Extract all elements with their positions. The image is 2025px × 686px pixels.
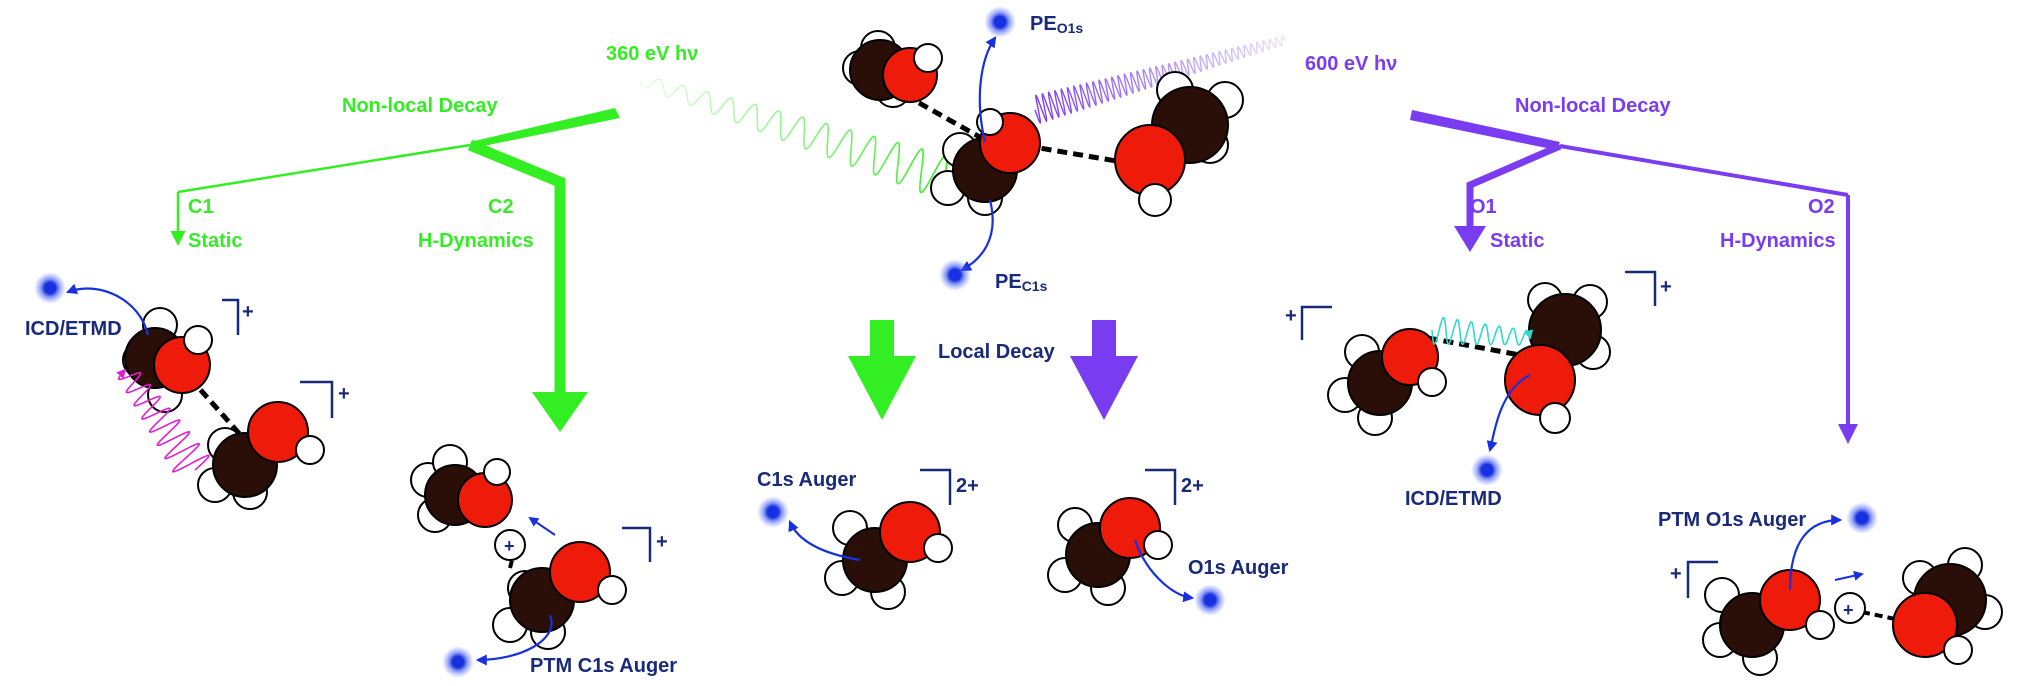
o1-label: O1 xyxy=(1470,196,1497,218)
pe-c1s-label: PEC1s xyxy=(995,271,1048,294)
charge-bracket xyxy=(920,468,952,505)
icd-label-right: ICD/ETMD xyxy=(1405,488,1502,510)
ptm-c1s-electron xyxy=(442,646,474,678)
icd-electron-left xyxy=(34,272,66,304)
c2-hdynamics-dimer: + xyxy=(410,444,627,650)
icd-label-left: ICD/ETMD xyxy=(25,318,122,340)
icd-electron-path xyxy=(65,283,150,336)
photon-600-label: 600 eV hν xyxy=(1305,53,1397,75)
o2-label: O2 xyxy=(1808,196,1835,218)
right-branch-title: Non-local Decay xyxy=(1515,95,1671,117)
c1-label: C1 xyxy=(188,196,214,218)
proton-charge: + xyxy=(504,536,515,556)
photon-360-label: 360 eV hν xyxy=(606,43,698,65)
o1-static-dimer xyxy=(1327,282,1611,436)
o2-hdynamics-dimer: + xyxy=(1702,547,2003,676)
c1s-auger-electron xyxy=(757,496,789,528)
right-branch-arrows xyxy=(1410,110,1858,444)
proton-charge: + xyxy=(1843,600,1854,620)
proton-transfer-arrow xyxy=(528,516,556,536)
o2-hdynamics-label: H-Dynamics xyxy=(1720,230,1836,252)
ptm-o1s-electron-path xyxy=(1788,514,1843,591)
charge-bracket xyxy=(1625,270,1657,306)
icd-wave-cyan xyxy=(1431,316,1534,346)
o1s-auger-electron xyxy=(1194,584,1226,616)
charge-label: + xyxy=(338,383,350,405)
charge-bracket xyxy=(1686,560,1718,598)
c1-static-dimer xyxy=(122,307,325,510)
local-decay-arrows xyxy=(848,320,1138,420)
charge-bracket xyxy=(622,526,652,562)
photoelectron-o1s-path xyxy=(978,36,997,143)
ptm-o1s-electron xyxy=(1846,502,1878,534)
photon-wave-600 xyxy=(1034,35,1286,124)
o1s-auger-molecule xyxy=(1047,497,1173,606)
local-decay-label: Local Decay xyxy=(938,341,1056,363)
ptm-o1s-auger-label: PTM O1s Auger xyxy=(1658,509,1806,531)
icd-electron-right xyxy=(1471,454,1503,486)
left-branch-title: Non-local Decay xyxy=(342,95,498,117)
o1-static-label: Static xyxy=(1490,230,1544,252)
o1s-auger-electron-path xyxy=(1133,539,1195,603)
proton-transfer-arrow xyxy=(1834,570,1864,581)
charge-bracket xyxy=(222,298,240,335)
charge-bracket xyxy=(300,380,334,418)
c2-hdynamics-label: H-Dynamics xyxy=(418,230,534,252)
photoelectron-o1s xyxy=(984,6,1016,38)
charge-label: + xyxy=(242,301,254,323)
c1-static-label: Static xyxy=(188,230,242,252)
left-branch-arrows xyxy=(170,108,620,432)
c2-label: C2 xyxy=(488,196,514,218)
charge-label: + xyxy=(656,531,668,553)
charge-label: + xyxy=(1285,305,1297,327)
c1s-auger-molecule xyxy=(824,501,953,610)
ptm-c1s-auger-label: PTM C1s Auger xyxy=(530,655,677,677)
charge-bracket xyxy=(1300,305,1332,340)
charge-bracket xyxy=(1145,468,1177,505)
charge-label: + xyxy=(1670,563,1682,585)
o1s-auger-label: O1s Auger xyxy=(1188,557,1289,579)
c1s-auger-electron-path xyxy=(788,519,861,562)
ptm-c1s-electron-path xyxy=(475,614,553,666)
pe-o1s-label: PEO1s xyxy=(1030,13,1083,36)
charge-label: 2+ xyxy=(1181,475,1204,497)
photoelectron-c1s xyxy=(939,259,971,291)
central-methanol-dimer xyxy=(842,30,1244,217)
charge-label: 2+ xyxy=(956,475,979,497)
photon-wave-360 xyxy=(639,78,948,194)
charge-label: + xyxy=(1660,276,1672,298)
c1s-auger-label: C1s Auger xyxy=(757,469,857,491)
icd-electron-path xyxy=(1486,374,1531,453)
icd-wave-magenta xyxy=(116,368,210,473)
